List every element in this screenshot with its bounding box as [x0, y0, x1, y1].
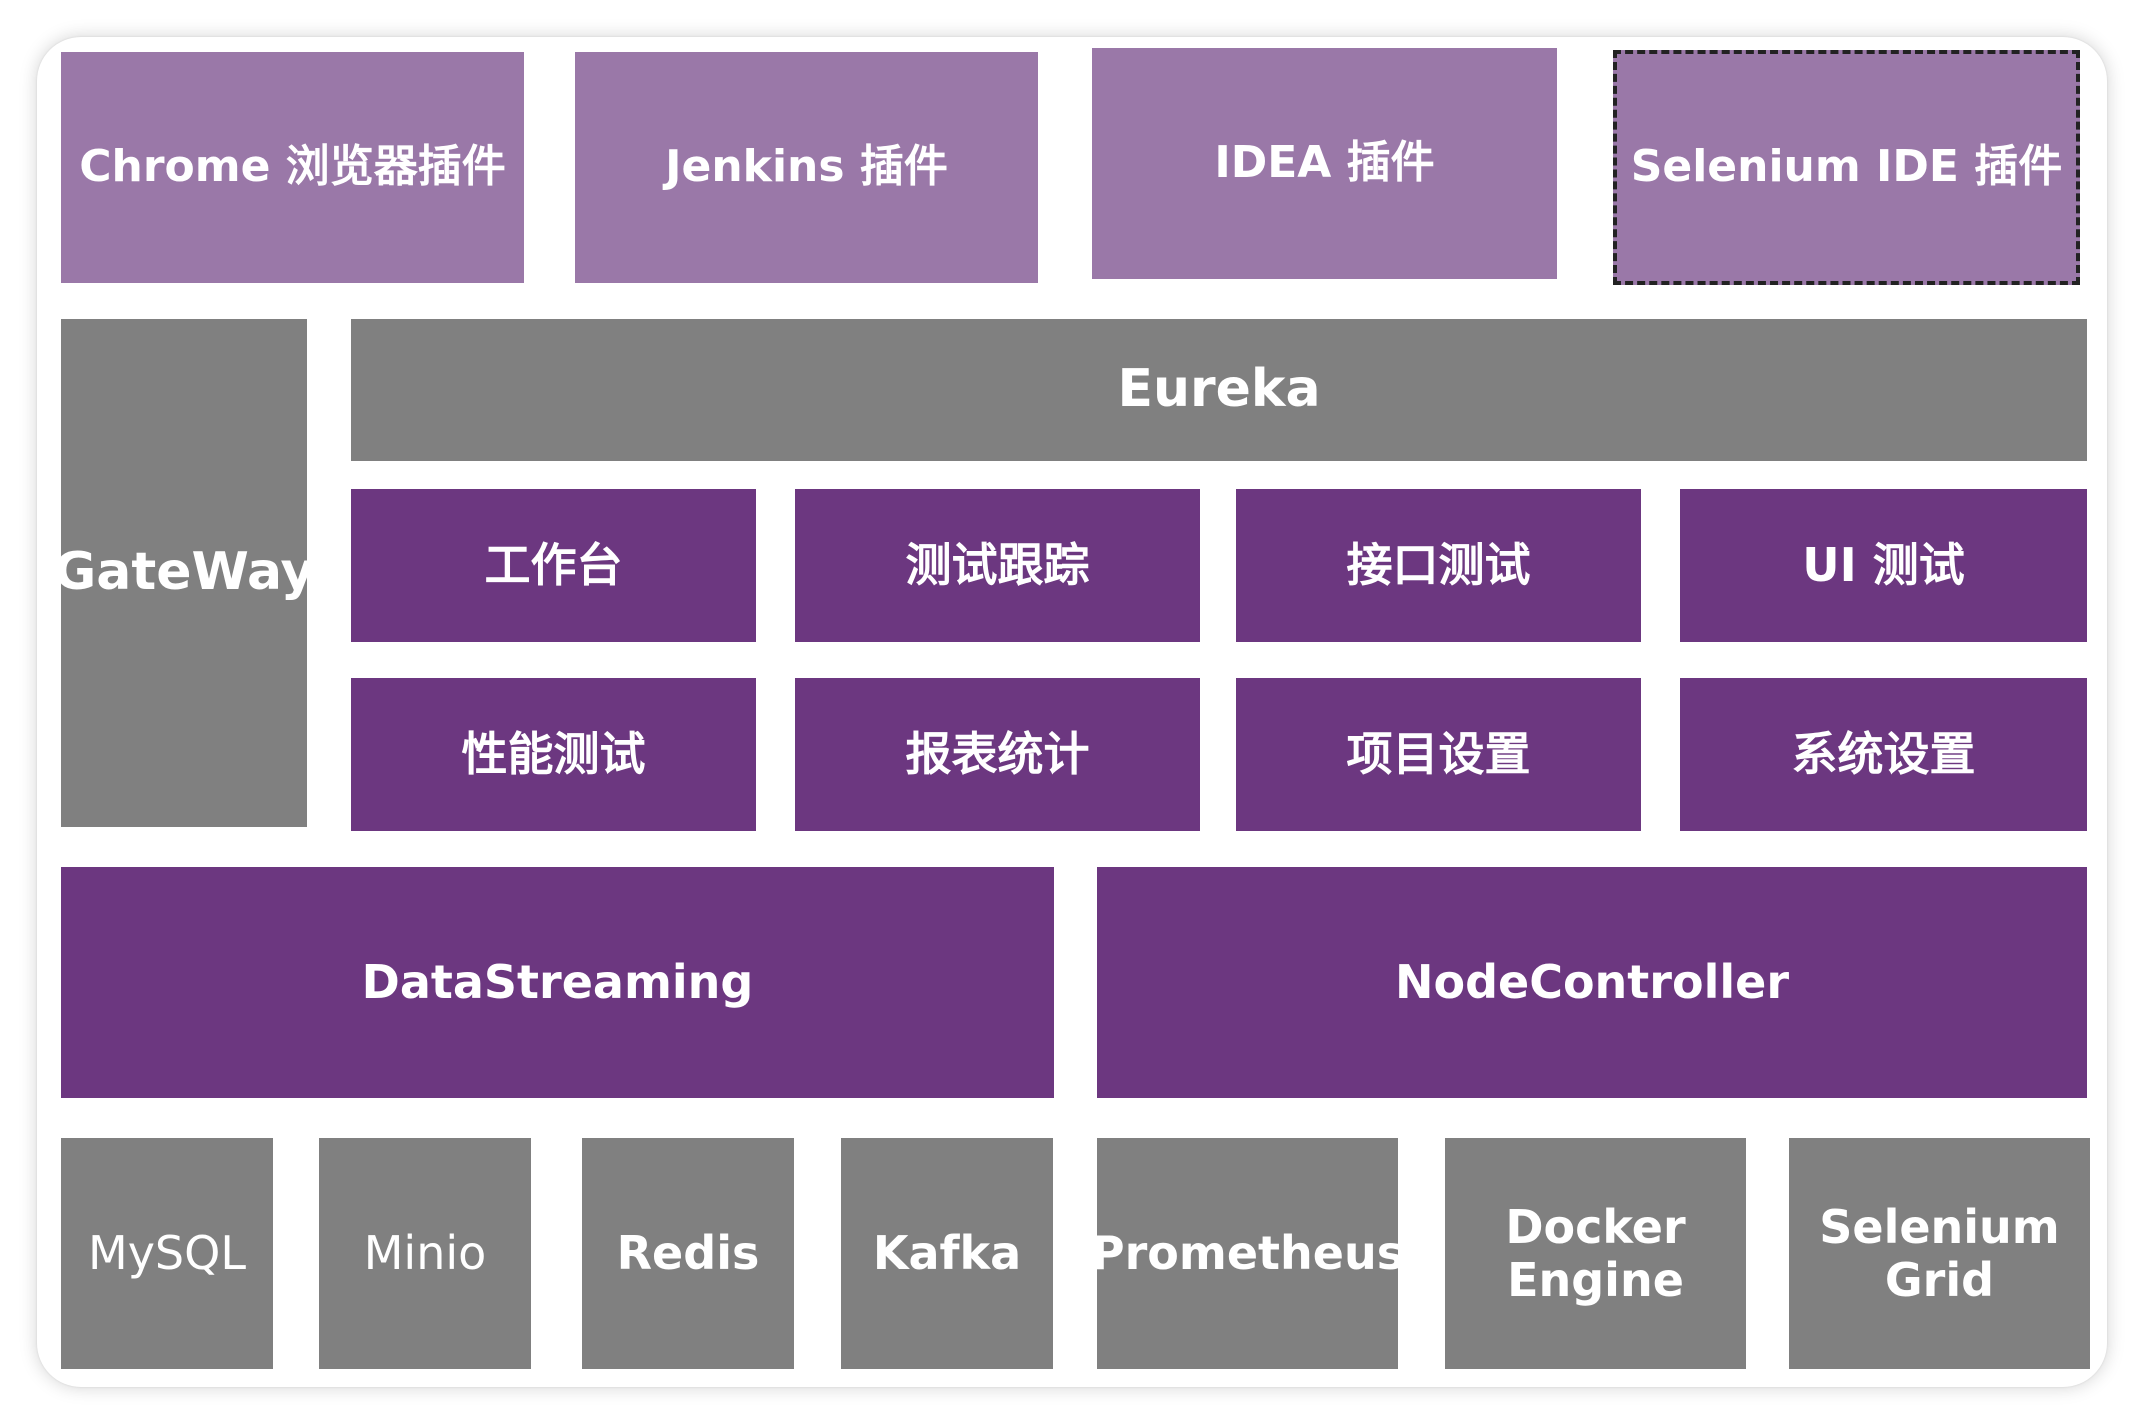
- module-workbench: 工作台: [351, 489, 756, 642]
- service-datastreaming: DataStreaming: [61, 867, 1054, 1098]
- module-project-settings: 项目设置: [1236, 678, 1641, 831]
- plugin-idea: IDEA 插件: [1092, 48, 1557, 279]
- infra-minio: Minio: [319, 1138, 531, 1369]
- plugin-selenium-ide: Selenium IDE 插件: [1613, 50, 2080, 285]
- module-system-settings: 系统设置: [1680, 678, 2087, 831]
- infra-redis: Redis: [582, 1138, 794, 1369]
- module-performance-test: 性能测试: [351, 678, 756, 831]
- module-report-stats: 报表统计: [795, 678, 1200, 831]
- infra-docker-engine: Docker Engine: [1445, 1138, 1746, 1369]
- plugin-jenkins: Jenkins 插件: [575, 52, 1038, 283]
- infra-kafka: Kafka: [841, 1138, 1053, 1369]
- service-nodecontroller: NodeController: [1097, 867, 2087, 1098]
- infra-prometheus: Prometheus: [1091, 1138, 1404, 1369]
- module-test-track: 测试跟踪: [795, 489, 1200, 642]
- module-ui-test: UI 测试: [1680, 489, 2087, 642]
- architecture-diagram: Chrome 浏览器插件 Jenkins 插件 IDEA 插件 Selenium…: [37, 37, 2107, 1387]
- module-api-test: 接口测试: [1236, 489, 1641, 642]
- infra-mysql: MySQL: [61, 1138, 273, 1369]
- plugin-chrome: Chrome 浏览器插件: [61, 52, 524, 283]
- eureka-box: Eureka: [351, 319, 2087, 461]
- infra-selenium-grid: Selenium Grid: [1789, 1138, 2090, 1369]
- gateway-box: GateWay: [54, 319, 314, 827]
